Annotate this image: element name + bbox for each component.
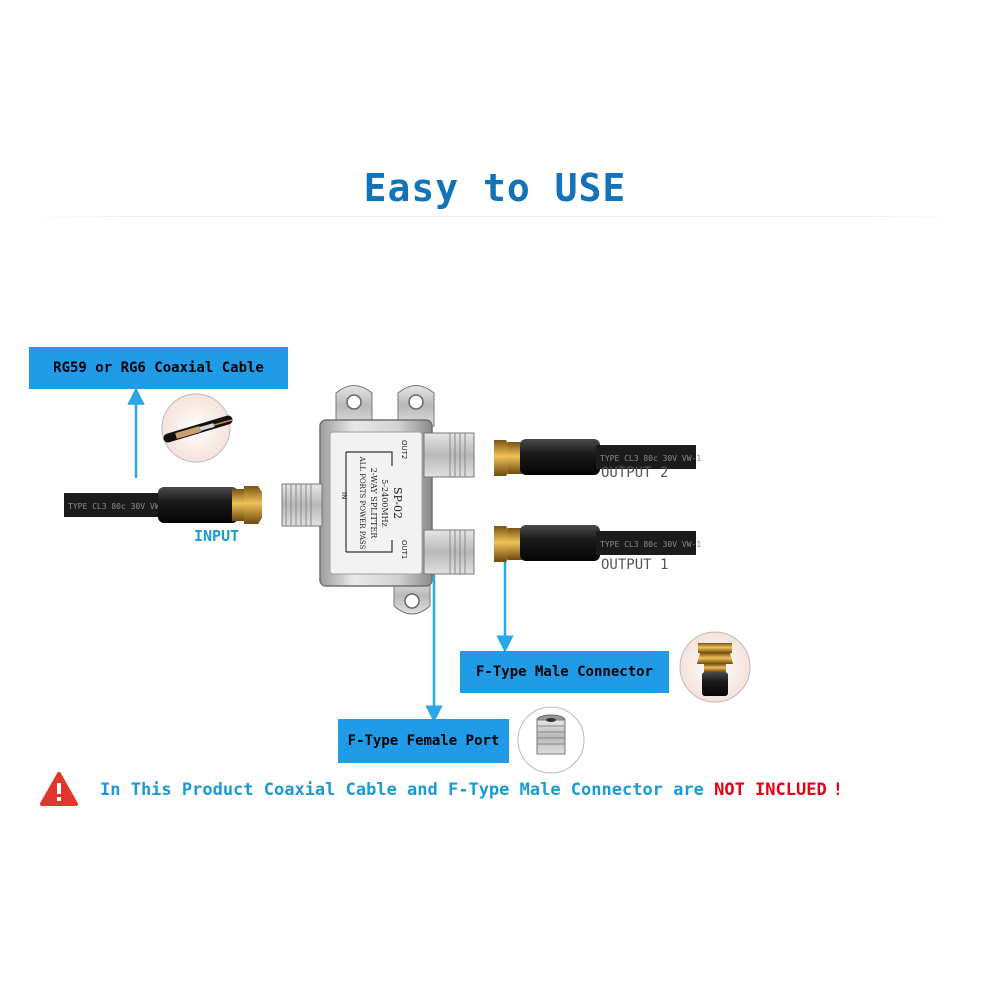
cable-print-text: TYPE CL3 80c 30V VW-1 bbox=[600, 454, 701, 463]
title-divider bbox=[30, 216, 960, 217]
input-cable: TYPE CL3 80c 30V VW-1 bbox=[64, 486, 262, 524]
female-port-label: F-Type Female Port bbox=[338, 719, 509, 763]
page-title: Easy to USE bbox=[363, 166, 627, 210]
splitter-frequency-text: 5-2400MHz bbox=[380, 479, 389, 527]
splitter-in-mark: IN bbox=[340, 492, 348, 499]
arrow-to-male-label bbox=[496, 554, 519, 653]
not-included-notice: In This Product Coaxial Cable and F-Type… bbox=[100, 780, 843, 800]
warning-icon bbox=[40, 772, 78, 806]
splitter-type-text: 2-WAY SPLITTER bbox=[369, 468, 378, 539]
splitter-out1-mark: OUT1 bbox=[400, 540, 408, 559]
male-connector-label: F-Type Male Connector bbox=[460, 651, 669, 693]
notice-exclamation: ! bbox=[832, 780, 843, 800]
cable-print-text: TYPE CL3 80c 30V VW-1 bbox=[68, 502, 169, 511]
male-connector-thumbnail bbox=[679, 631, 751, 703]
output2-label: OUTPUT 2 bbox=[601, 465, 669, 481]
output2-cable: TYPE CL3 80c 30V VW-1 bbox=[494, 439, 701, 476]
splitter-out2-mark: OUT2 bbox=[400, 440, 408, 459]
splitter-body: SP-02 5-2400MHz 2-WAY SPLITTER ALL PORTS… bbox=[281, 385, 475, 615]
cable-print-text: TYPE CL3 80c 30V VW-1 bbox=[600, 540, 701, 549]
output1-cable: TYPE CL3 80c 30V VW-1 bbox=[494, 525, 701, 562]
coaxial-cable-thumbnail bbox=[161, 393, 233, 463]
splitter-model-text: SP-02 bbox=[391, 487, 404, 519]
notice-text: In This Product Coaxial Cable and F-Type… bbox=[100, 780, 715, 800]
female-port-thumbnail bbox=[517, 706, 585, 774]
output1-label: OUTPUT 1 bbox=[601, 557, 669, 573]
notice-highlight: NOT INCLUED bbox=[714, 780, 827, 800]
coaxial-cable-label: RG59 or RG6 Coaxial Cable bbox=[29, 347, 288, 389]
splitter-power-text: ALL PORTS POWER PASS bbox=[358, 456, 366, 550]
input-label: INPUT bbox=[194, 527, 240, 545]
